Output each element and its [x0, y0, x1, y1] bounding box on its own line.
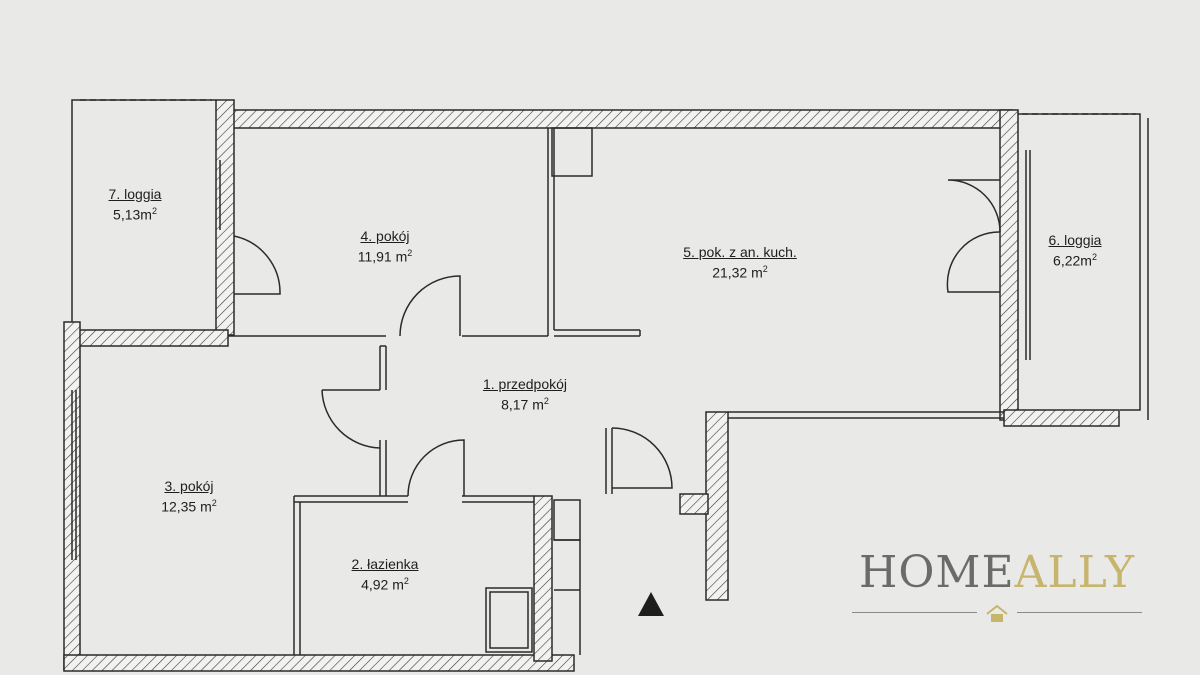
brand-ally-text: ALLY — [1014, 547, 1136, 598]
room-5-area: 21,32 m — [712, 264, 763, 281]
room-4-label: 4. pokój 11,91 m2 — [330, 228, 440, 266]
room-4-name: 4. pokój — [360, 228, 410, 244]
room-3-name: 3. pokój — [164, 478, 214, 494]
room-7-label: 7. loggia 5,13m2 — [80, 186, 190, 224]
room-7-name: 7. loggia — [108, 186, 162, 202]
brand-home-text: HOME — [858, 547, 1015, 598]
wall-horizontal-left — [77, 329, 229, 347]
room-3-area: 12,35 m — [161, 498, 212, 515]
wall-column — [705, 411, 729, 601]
room-6-name: 6. loggia — [1048, 232, 1102, 248]
room-2-label: 2. łazienka 4,92 m2 — [330, 556, 440, 594]
room-1-name: 1. przedpokój — [482, 376, 568, 392]
room-6-area: 6,22m — [1053, 252, 1092, 269]
room-2-name: 2. łazienka — [351, 556, 419, 572]
wall-bottom — [63, 654, 575, 672]
room-1-label: 1. przedpokój 8,17 m2 — [460, 376, 590, 414]
wall-right — [999, 109, 1019, 421]
wall-bathroom-right — [533, 495, 553, 662]
room-6-label: 6. loggia 6,22m2 — [1030, 232, 1120, 270]
wall-top — [221, 109, 1013, 129]
room-7-area: 5,13m — [113, 206, 152, 223]
wall-loggia7-right — [215, 99, 235, 336]
room-2-area: 4,92 m — [361, 576, 404, 593]
homeally-logo: HOMEALLY — [852, 548, 1142, 626]
wall-small-block — [679, 493, 709, 515]
house-icon — [986, 604, 1008, 622]
room-3-label: 3. pokój 12,35 m2 — [134, 478, 244, 516]
wall-lower-right — [1003, 409, 1120, 427]
room-1-area: 8,17 m — [501, 396, 544, 413]
room-5-label: 5. pok. z an. kuch. 21,32 m2 — [660, 244, 820, 282]
direction-marker-icon — [638, 592, 664, 616]
room-5-name: 5. pok. z an. kuch. — [683, 244, 797, 260]
room-4-area: 11,91 m — [357, 248, 408, 265]
